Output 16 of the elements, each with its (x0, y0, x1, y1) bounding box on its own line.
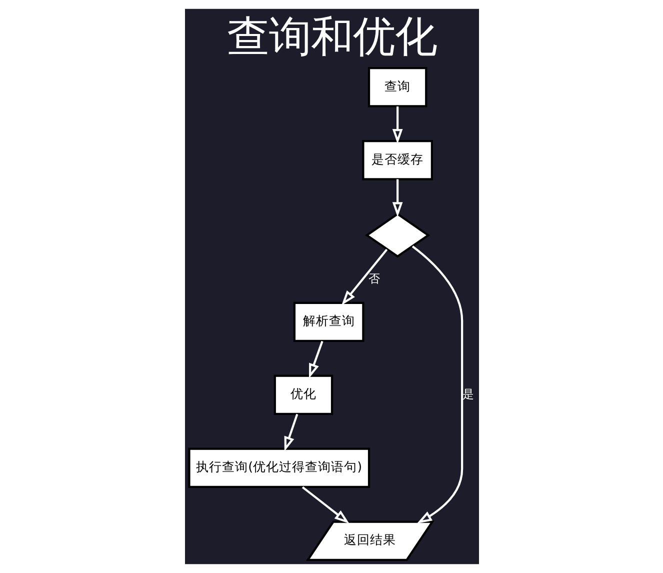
arrow (392, 106, 402, 144)
arrow (392, 179, 402, 217)
diagram-title: 查询和优化 (226, 12, 436, 62)
node-box: 解析查询 (292, 302, 364, 342)
node-box: 是否缓存 (362, 140, 432, 180)
edge-label: 否 (368, 272, 380, 286)
node-box: 优化 (273, 374, 333, 415)
node-box: 查询 (367, 67, 427, 108)
arrow (301, 486, 349, 524)
arrow (284, 414, 298, 452)
arrow (308, 340, 323, 378)
arrow (411, 246, 463, 524)
edge-label: 是 (462, 386, 474, 401)
node-box: 执行查询(优化过得查询语句) (188, 448, 370, 488)
node-diamond (364, 212, 430, 258)
arrow (341, 248, 388, 306)
